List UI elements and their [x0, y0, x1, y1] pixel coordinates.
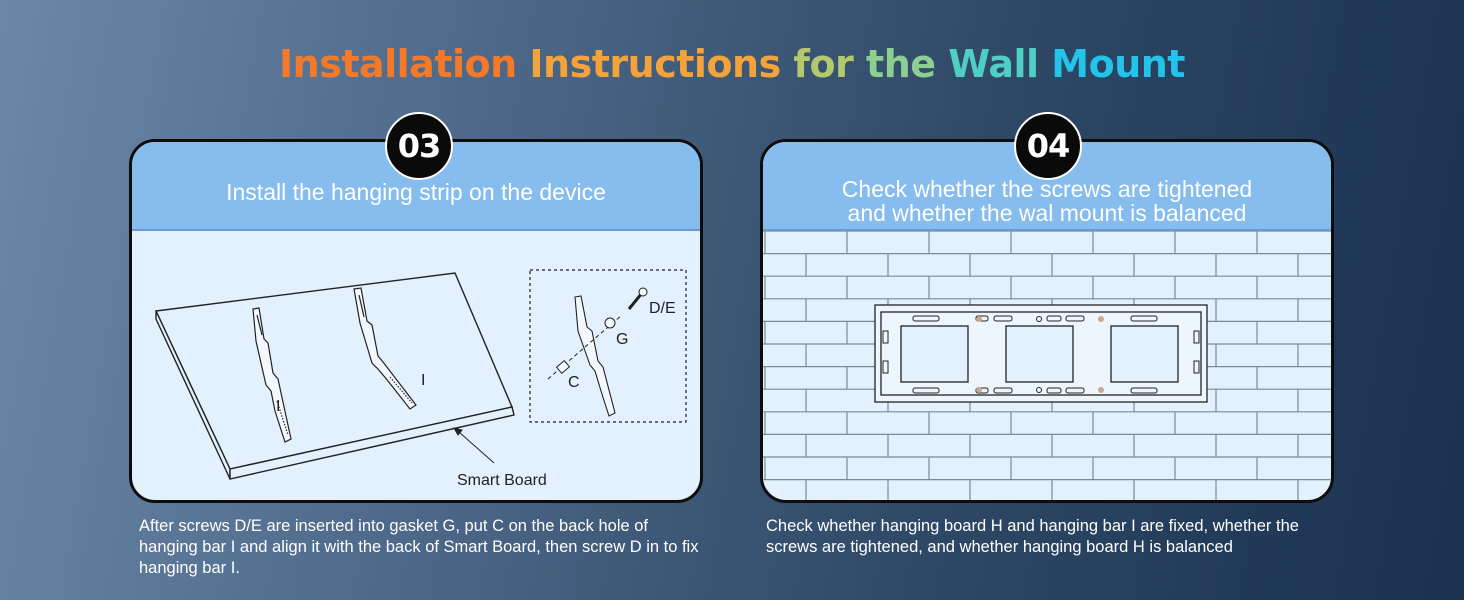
title-word-4: the	[866, 42, 936, 86]
title-word-5: Wall	[948, 42, 1039, 86]
step-03-header-text: Install the hanging strip on the device	[226, 179, 606, 205]
step-04-header: Check whether the screws are tightened a…	[763, 142, 1331, 231]
mount-screw-heads	[976, 316, 1104, 393]
title-word-6: Mount	[1051, 42, 1185, 86]
step-03-card: Install the hanging strip on the device	[129, 139, 703, 503]
bar-left-label: I	[276, 398, 280, 415]
cap-icon	[555, 360, 571, 374]
wall-mount-plate-icon	[874, 304, 1208, 403]
smart-board-label: Smart Board	[457, 472, 547, 489]
step-04-diagram	[763, 230, 1331, 500]
detail-inset: D/E G C	[529, 269, 687, 423]
hanging-bar-left-icon	[252, 307, 292, 443]
title-word-1: Installation	[279, 42, 517, 86]
smart-board-panel	[154, 272, 515, 480]
title-word-3: for	[793, 42, 854, 86]
screw-icon	[627, 287, 648, 310]
page-title: Installation Instructions for the Wall M…	[0, 42, 1464, 86]
gasket-label: G	[616, 331, 628, 348]
gasket-icon	[604, 317, 616, 329]
step-04-card: Check whether the screws are tightened a…	[760, 139, 1334, 503]
step-03-badge: 03	[385, 112, 453, 180]
step-04-badge: 04	[1014, 112, 1082, 180]
board-pointer	[452, 427, 495, 464]
title-word-2: Instructions	[529, 42, 781, 86]
step-04-header-line-2: and whether the wal mount is balanced	[847, 200, 1247, 226]
step-04-illustration	[763, 230, 1331, 500]
screw-label: D/E	[649, 300, 676, 317]
step-04-caption: Check whether hanging board H and hangin…	[766, 517, 1299, 556]
step-03-diagram: I I Smart Board D/E G C	[154, 269, 687, 489]
cap-label: C	[568, 374, 580, 391]
hanging-bar-right-icon	[353, 287, 417, 410]
bar-right-label: I	[421, 372, 425, 389]
step-03-illustration: I I Smart Board D/E G C	[132, 231, 700, 500]
step-03-caption: After screws D/E are inserted into gaske…	[139, 517, 699, 577]
step-04-header-line-1: Check whether the screws are tightened	[841, 176, 1253, 202]
